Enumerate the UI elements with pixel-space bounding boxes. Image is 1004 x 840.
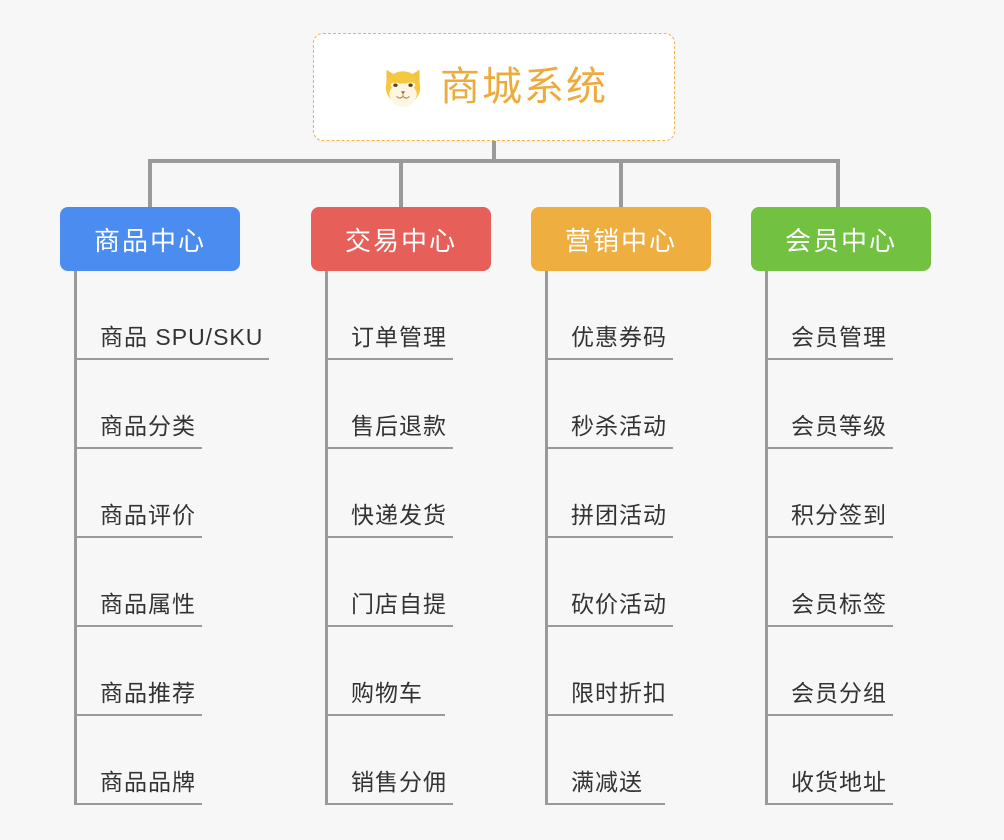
category-header-label: 会员中心 xyxy=(784,225,897,256)
leaf-item[interactable]: 会员等级 xyxy=(765,360,893,449)
leaf-list-product-center: 商品 SPU/SKU 商品分类商品评价商品属性商品推荐商品品牌 xyxy=(60,271,270,805)
leaf-list-marketing-center: 优惠券码秒杀活动拼团活动砍价活动限时折扣满减送 xyxy=(531,271,711,805)
connector-branch-drop-2 xyxy=(399,159,403,207)
leaf-list-trade-center: 订单管理售后退款快递发货门店自提购物车销售分佣 xyxy=(311,271,491,805)
connector-branch-drop-4 xyxy=(836,159,840,207)
leaf-item[interactable]: 商品评价 xyxy=(74,449,202,538)
leaf-item-label: 秒杀活动 xyxy=(571,413,667,440)
leaf-item-label: 售后退款 xyxy=(351,413,447,440)
leaf-item-label: 商品品牌 xyxy=(100,769,196,796)
leaf-item-label: 积分签到 xyxy=(791,502,887,529)
leaf-item[interactable]: 订单管理 xyxy=(325,271,453,360)
leaf-item[interactable]: 秒杀活动 xyxy=(545,360,673,449)
category-column-trade-center: 交易中心订单管理售后退款快递发货门店自提购物车销售分佣 xyxy=(311,207,491,805)
leaf-list-member-center: 会员管理会员等级积分签到会员标签会员分组收货地址 xyxy=(751,271,931,805)
leaf-item-label: 商品 SPU/SKU xyxy=(100,324,264,351)
leaf-item[interactable]: 会员标签 xyxy=(765,538,893,627)
leaf-item[interactable]: 商品推荐 xyxy=(74,627,202,716)
leaf-item[interactable]: 限时折扣 xyxy=(545,627,673,716)
leaf-item-label: 会员管理 xyxy=(791,324,887,351)
leaf-item-label: 满减送 xyxy=(571,769,643,796)
leaf-item-label: 商品分类 xyxy=(100,413,196,440)
root-node[interactable]: 商城系统 xyxy=(313,33,675,141)
leaf-item-label: 销售分佣 xyxy=(351,769,447,796)
leaf-item[interactable]: 销售分佣 xyxy=(325,716,453,805)
leaf-item-label: 会员分组 xyxy=(791,680,887,707)
leaf-item-label: 购物车 xyxy=(351,680,423,707)
category-header-label: 交易中心 xyxy=(344,225,457,256)
leaf-item-label: 商品评价 xyxy=(100,502,196,529)
connector-branch-drop-3 xyxy=(619,159,623,207)
leaf-item[interactable]: 砍价活动 xyxy=(545,538,673,627)
connector-horizontal-bus xyxy=(148,159,840,163)
category-column-marketing-center: 营销中心优惠券码秒杀活动拼团活动砍价活动限时折扣满减送 xyxy=(531,207,711,805)
leaf-item-label: 砍价活动 xyxy=(571,591,667,618)
category-trunk-trade-center xyxy=(325,271,328,805)
leaf-item[interactable]: 购物车 xyxy=(325,627,445,716)
leaf-item[interactable]: 收货地址 xyxy=(765,716,893,805)
category-trunk-product-center xyxy=(74,271,77,805)
leaf-item-label: 商品属性 xyxy=(100,591,196,618)
leaf-item[interactable]: 拼团活动 xyxy=(545,449,673,538)
leaf-item-label: 会员标签 xyxy=(791,591,887,618)
leaf-item-label: 拼团活动 xyxy=(571,502,667,529)
category-header-label: 营销中心 xyxy=(564,225,677,256)
leaf-item[interactable]: 快递发货 xyxy=(325,449,453,538)
leaf-item[interactable]: 会员分组 xyxy=(765,627,893,716)
leaf-item-label: 商品推荐 xyxy=(100,680,196,707)
leaf-item[interactable]: 满减送 xyxy=(545,716,665,805)
leaf-item[interactable]: 门店自提 xyxy=(325,538,453,627)
connector-branch-drop-1 xyxy=(148,159,152,207)
category-header-marketing-center[interactable]: 营销中心 xyxy=(531,207,711,271)
shiba-dog-face-icon xyxy=(380,64,426,110)
category-column-product-center: 商品中心商品 SPU/SKU 商品分类商品评价商品属性商品推荐商品品牌 xyxy=(60,207,270,805)
root-title: 商城系统 xyxy=(440,65,608,109)
leaf-item[interactable]: 售后退款 xyxy=(325,360,453,449)
leaf-item[interactable]: 优惠券码 xyxy=(545,271,673,360)
leaf-item-label: 优惠券码 xyxy=(571,324,667,351)
connector-root-vertical xyxy=(492,141,496,163)
category-header-member-center[interactable]: 会员中心 xyxy=(751,207,931,271)
category-header-product-center[interactable]: 商品中心 xyxy=(60,207,240,271)
leaf-item-label: 快递发货 xyxy=(351,502,447,529)
leaf-item-label: 收货地址 xyxy=(791,769,887,796)
leaf-item-label: 订单管理 xyxy=(351,324,447,351)
leaf-item-label: 会员等级 xyxy=(791,413,887,440)
category-header-label: 商品中心 xyxy=(93,225,206,256)
category-header-trade-center[interactable]: 交易中心 xyxy=(311,207,491,271)
category-trunk-marketing-center xyxy=(545,271,548,805)
category-trunk-member-center xyxy=(765,271,768,805)
leaf-item-label: 门店自提 xyxy=(351,591,447,618)
leaf-item[interactable]: 商品分类 xyxy=(74,360,202,449)
leaf-item[interactable]: 商品 SPU/SKU xyxy=(74,271,270,360)
leaf-item[interactable]: 积分签到 xyxy=(765,449,893,538)
leaf-item[interactable]: 商品属性 xyxy=(74,538,202,627)
category-column-member-center: 会员中心会员管理会员等级积分签到会员标签会员分组收货地址 xyxy=(751,207,931,805)
leaf-item[interactable]: 会员管理 xyxy=(765,271,893,360)
leaf-item[interactable]: 商品品牌 xyxy=(74,716,202,805)
leaf-item-label: 限时折扣 xyxy=(571,680,667,707)
